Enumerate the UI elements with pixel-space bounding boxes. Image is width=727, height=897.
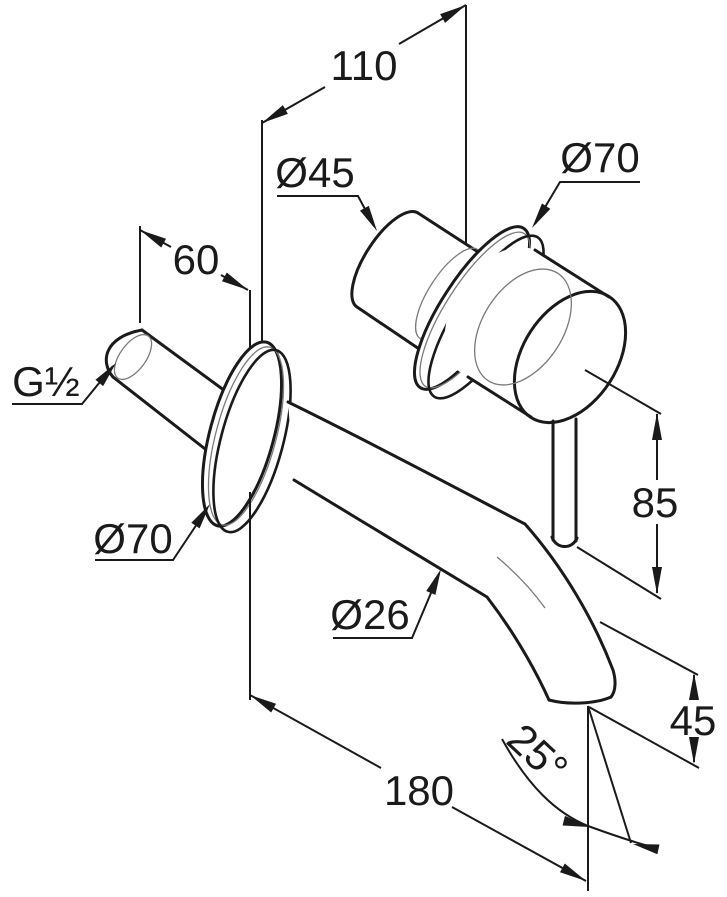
leader-diameter-70-left: Ø70 [93,504,210,562]
spout-bottom-edge [292,478,551,702]
arrowhead [250,695,277,713]
knob-front-face [512,289,628,425]
arrowhead [532,203,551,228]
arrowhead [262,105,288,123]
water-stream-line [587,705,632,844]
dim-45-label: 45 [670,697,717,744]
spout-top-edge [286,400,617,699]
stream-angle-annotation: 25° [498,705,660,855]
dimension-110: 110 [261,4,467,124]
leader-diameter-26: Ø26 [330,569,441,639]
leader-diameter-70-top: Ø70 [532,134,640,228]
extension-line-45-top [599,621,699,676]
escutcheon-front-edge [212,348,292,534]
dim-110-label: 110 [331,42,398,89]
arrowhead [689,673,699,700]
knob-highlight-line [473,268,573,386]
dimension-45: 45 [588,621,717,769]
leader-diameter-45: Ø45 [275,149,377,231]
arrowhead [652,413,662,440]
arrowhead [559,863,586,881]
lever-end-cap [550,535,579,548]
dimension-180: 180 [249,694,589,891]
handle-base-cylinder [350,210,494,359]
dia-70-left-label: Ø70 [93,515,172,562]
spout [286,400,617,705]
dim-85-label: 85 [632,479,679,526]
arrowhead [426,569,441,595]
arrowhead [652,567,662,594]
angle-arc [501,738,653,848]
spout-escutcheon [201,340,292,534]
extension-line-45-bottom [588,706,700,769]
arrowhead [360,205,377,231]
arrowhead [95,363,116,387]
arrowhead [140,230,167,248]
dimension-60: 60 [139,226,249,323]
arrowhead [633,844,660,855]
dia-26-label: Ø26 [330,591,409,638]
arrowhead [191,504,210,529]
arrowhead [221,272,248,290]
leader-thread-g-half: G½ [12,358,116,405]
dimension-85: 85 [576,369,679,600]
dim-180-label: 180 [384,767,454,814]
escutcheon-highlight-line [207,346,285,526]
arrowhead [562,815,589,827]
extension-line-85-bottom [576,546,662,600]
dia-70-top-label: Ø70 [560,134,639,181]
dim-60-label: 60 [173,236,220,283]
pipe-highlight-line [113,333,153,381]
extension-line-85-top [584,369,662,415]
spout-bend-highlight [496,556,546,609]
dia-45-label: Ø45 [275,149,354,196]
spout-outlet-face [547,695,613,705]
arrowhead [440,5,466,23]
handle-knob [444,247,628,425]
arrowhead [689,737,699,764]
thread-label: G½ [12,358,80,405]
handle-lever [550,417,579,548]
angle-25-label: 25° [498,715,577,793]
